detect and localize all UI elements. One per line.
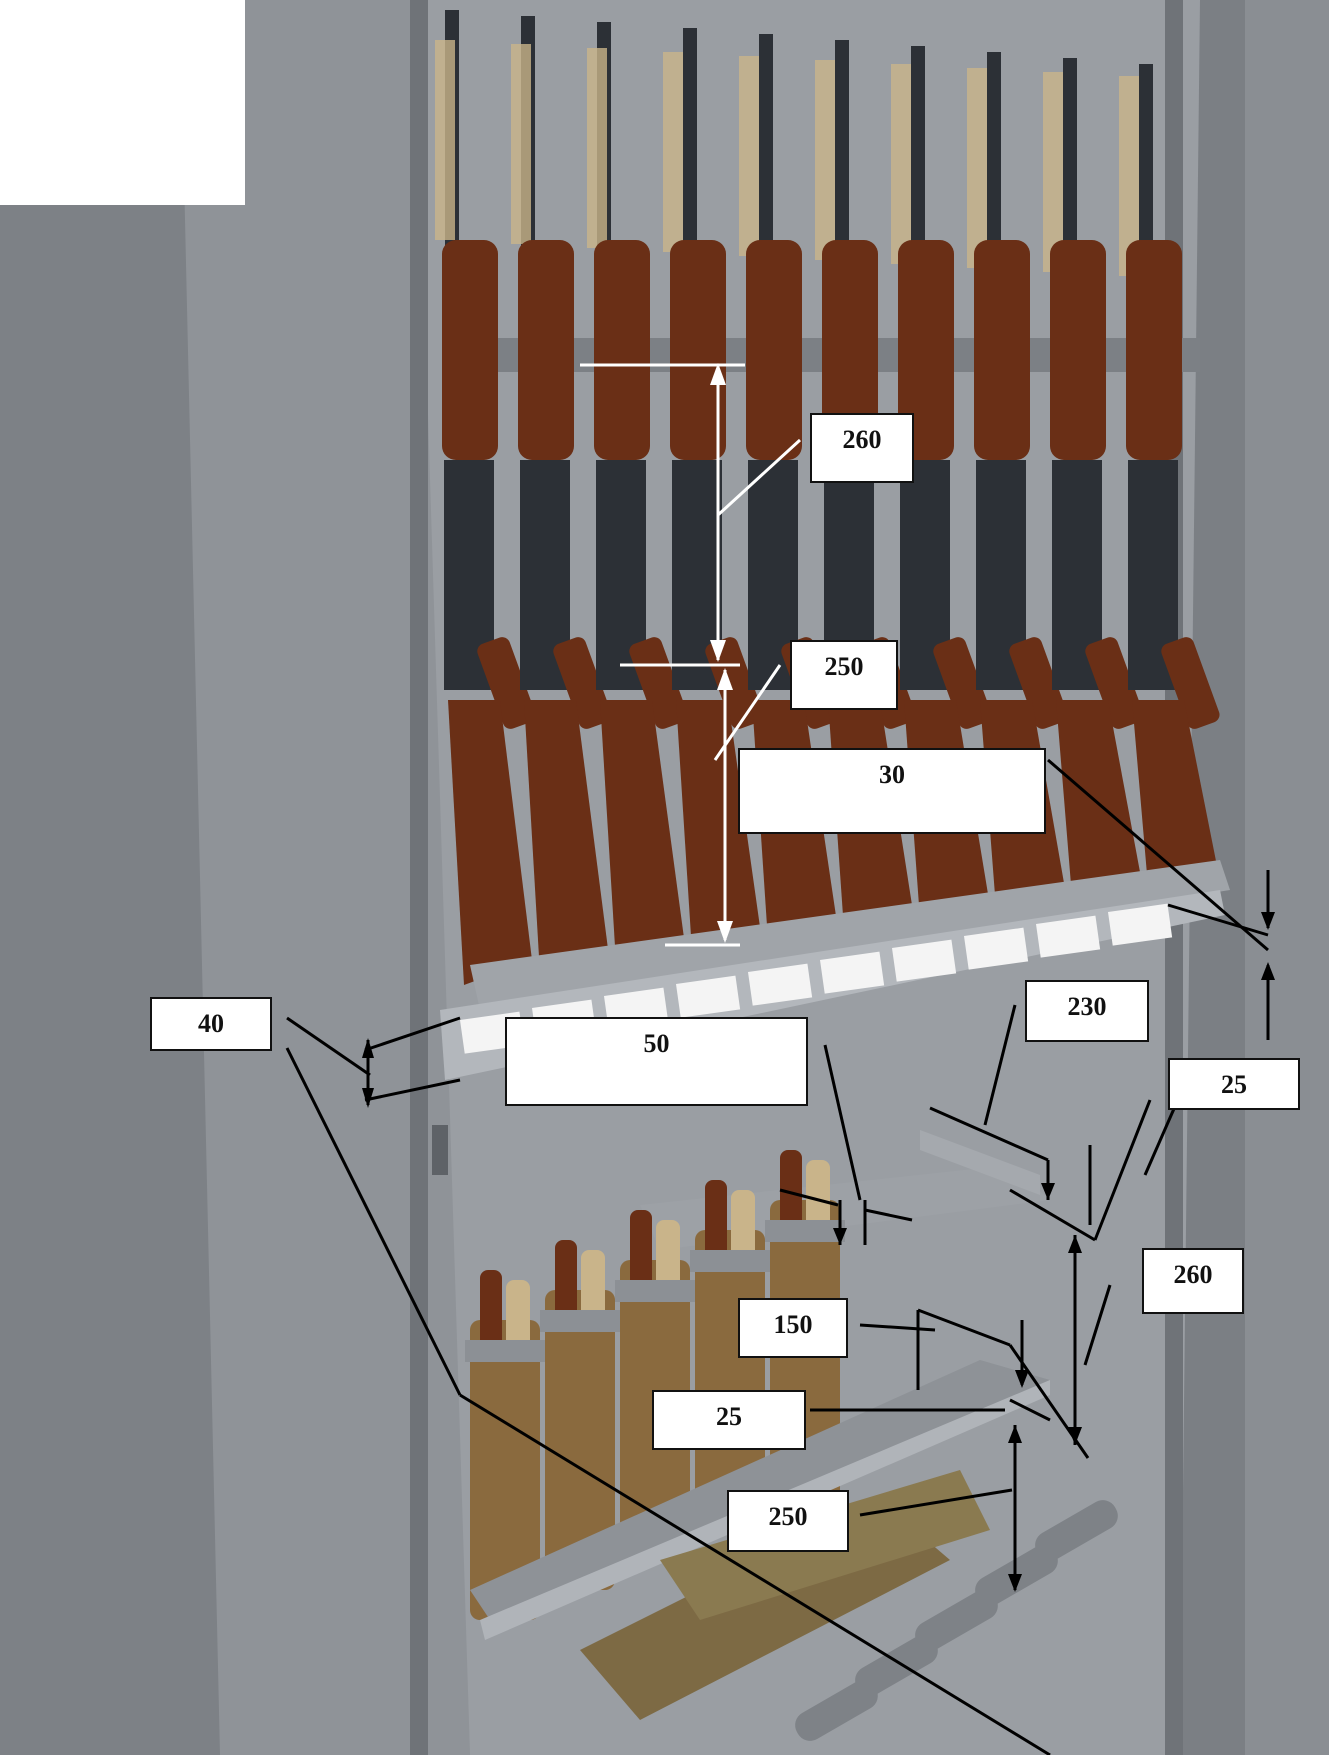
- paper-sheet: [0, 0, 245, 205]
- rifle-grip: [477, 637, 536, 729]
- black-dimension-lines: [285, 758, 1270, 1755]
- dim-label-lower-rack-height: 250: [790, 640, 898, 710]
- rifle-stock: [1132, 700, 1216, 886]
- rifle-shelf-top: [470, 860, 1230, 1010]
- rifle-grip: [1161, 637, 1220, 729]
- magazine-pouch: [545, 1290, 615, 1590]
- rifle-handguard: [670, 240, 726, 460]
- pouch-clamp: [615, 1280, 695, 1302]
- black-arrowheads: [362, 912, 1275, 1592]
- dim-label-lower-shelf-lip: 25: [652, 1390, 806, 1450]
- rifle-sling: [891, 64, 911, 264]
- dim-label-shelf-front-height: 40: [150, 997, 272, 1051]
- rifle-barrel: [683, 28, 697, 268]
- rifle-barrel: [759, 34, 773, 274]
- rifle-sling: [967, 68, 987, 268]
- rifle: [1119, 64, 1220, 886]
- dim-label-shelf-front-depth: 50: [505, 1017, 808, 1106]
- rifle-barrel: [835, 40, 849, 280]
- dim-label-pouch-rack-depth: 230: [1025, 980, 1149, 1042]
- pouch-rack-bracket: [920, 1130, 1040, 1195]
- bottom-slot: [915, 1590, 998, 1651]
- rifle-handguard: [1050, 240, 1106, 460]
- bottom-slot: [1035, 1500, 1118, 1561]
- rifle-grip: [933, 637, 992, 729]
- rifle-sling: [1119, 76, 1139, 276]
- left-door-edge: [0, 0, 220, 1755]
- nameplate-card: [675, 975, 741, 1018]
- right-door-face: [1245, 0, 1329, 1755]
- rifle-sling: [739, 56, 759, 256]
- bayonet-sheath: [506, 1280, 530, 1350]
- nameplate-card: [892, 939, 957, 982]
- rifle-sling: [1043, 72, 1063, 272]
- rifle: [511, 16, 612, 974]
- bayonet-handle: [480, 1270, 502, 1350]
- nameplate-card: [1036, 915, 1101, 958]
- rifle-stock: [1056, 700, 1140, 897]
- bayonet-sheath: [731, 1190, 755, 1260]
- rifle-handguard: [442, 240, 498, 460]
- bayonet-handle: [630, 1210, 652, 1290]
- dim-label-shelf-lip-height: 25: [1168, 1058, 1300, 1110]
- rifle-grip: [629, 637, 688, 729]
- nameplate-card: [1108, 903, 1173, 946]
- dim-label-lower-shelf-depth: 150: [738, 1298, 848, 1358]
- bayonet-sheath: [581, 1250, 605, 1320]
- rifle-handguard: [898, 240, 954, 460]
- dim-label-bottom-clearance: 250: [727, 1490, 849, 1552]
- nameplate-card: [819, 951, 885, 994]
- rifle-grip: [1085, 637, 1144, 729]
- cabinet-side-wall: [410, 0, 428, 1755]
- pouch-clamp: [540, 1310, 620, 1332]
- rifle-barrel: [987, 52, 1001, 292]
- rifle: [435, 10, 536, 985]
- rifle-sling: [587, 48, 607, 248]
- nameplate-card: [748, 963, 813, 1006]
- rifle-barrel: [1063, 58, 1077, 298]
- dim-label-pouch-rack-height: 260: [1142, 1248, 1244, 1314]
- rifle-barrel: [911, 46, 925, 286]
- rifle: [587, 22, 688, 963]
- white-dimension-lines: [580, 363, 802, 947]
- bottom-slot: [855, 1635, 938, 1696]
- door-hinge: [432, 1125, 448, 1175]
- pouch-clamp: [765, 1220, 845, 1242]
- rifle-stock: [448, 700, 532, 985]
- rifle-grip: [1009, 637, 1068, 729]
- rifle-handguard: [1126, 240, 1182, 460]
- rifle-sling: [663, 52, 683, 252]
- white-arrowheads: [710, 363, 733, 943]
- rifle-stock: [600, 700, 684, 963]
- bayonet-sheath: [806, 1160, 830, 1230]
- bayonet-handle: [780, 1150, 802, 1230]
- rifle: [1043, 58, 1144, 897]
- dim-label-upper-rack-height: 260: [810, 413, 914, 483]
- bayonet-handle: [555, 1240, 577, 1320]
- rifle-grip: [705, 637, 764, 729]
- bottom-slot: [795, 1680, 878, 1741]
- rifle: [663, 28, 764, 952]
- rifle-sling: [511, 44, 531, 244]
- rifle-stock: [676, 700, 760, 952]
- rifle-handguard: [974, 240, 1030, 460]
- bayonet-handle: [705, 1180, 727, 1260]
- nameplate-card: [963, 927, 1029, 970]
- rifle-handguard: [822, 240, 878, 460]
- rifle-sling: [435, 40, 455, 240]
- rifle-handguard: [746, 240, 802, 460]
- bayonet-sheath: [656, 1220, 680, 1290]
- rifle-handguard: [518, 240, 574, 460]
- rifle-stock: [524, 700, 608, 974]
- magazine-pouch: [470, 1320, 540, 1620]
- rifle: [891, 46, 992, 919]
- rifle-handguard: [594, 240, 650, 460]
- pouch-clamp: [690, 1250, 770, 1272]
- dim-label-stock-well-depth: 30: [738, 748, 1046, 834]
- rifle-sling: [815, 60, 835, 260]
- rifle-grip: [553, 637, 612, 729]
- pouch-clamp: [465, 1340, 545, 1362]
